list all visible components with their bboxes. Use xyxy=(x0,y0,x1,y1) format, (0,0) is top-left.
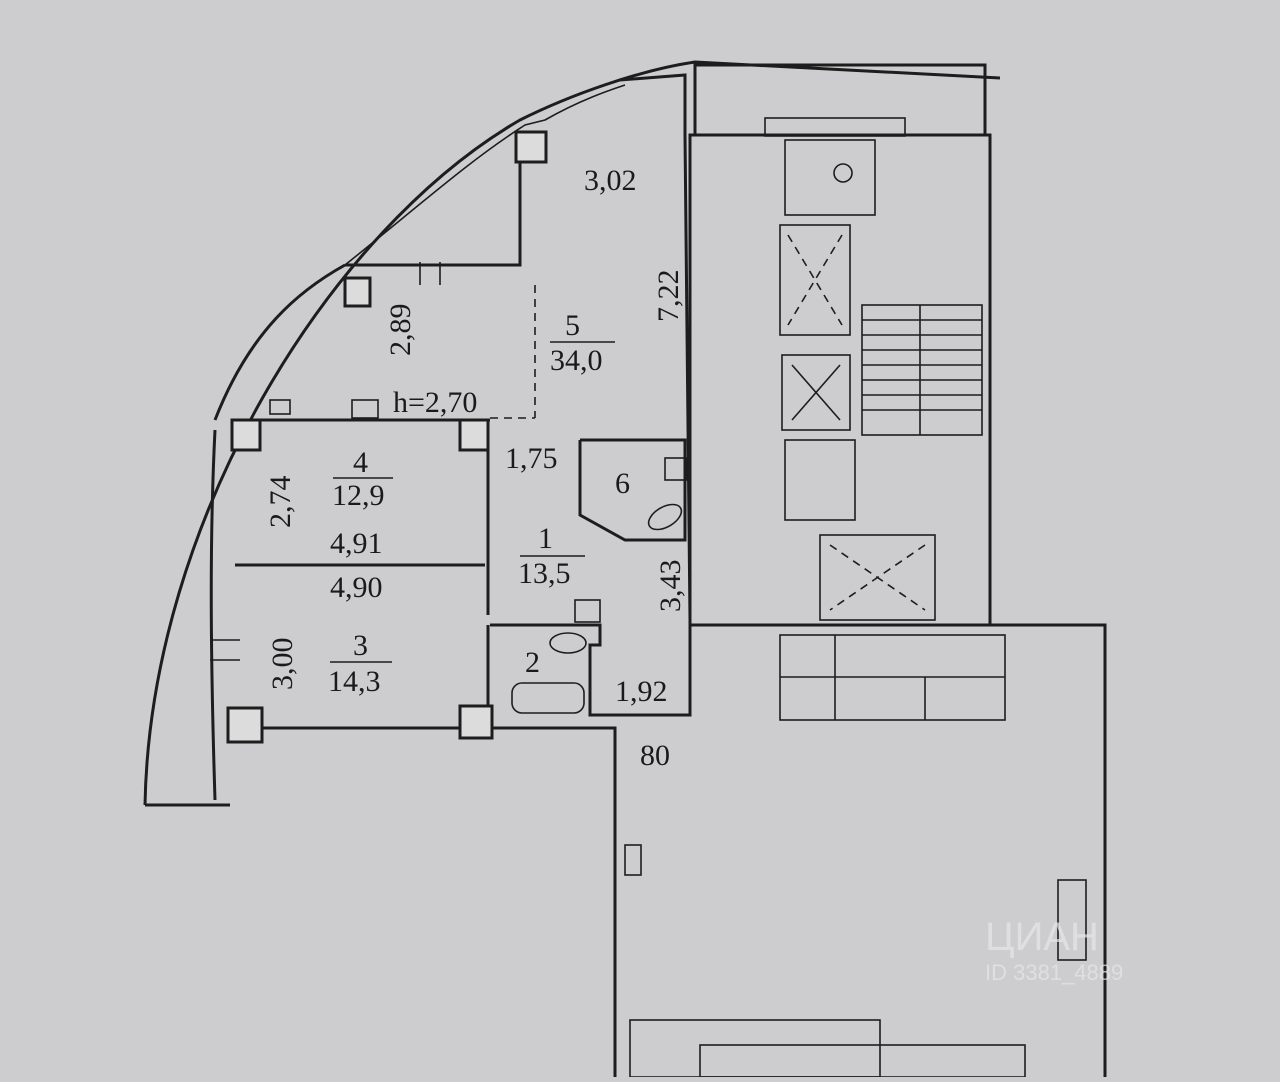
wc-toilet xyxy=(647,503,683,531)
column xyxy=(226,706,264,744)
column xyxy=(458,418,490,452)
radiator xyxy=(351,399,379,419)
elevator-x xyxy=(787,234,843,326)
room3-number: 3 xyxy=(353,629,368,662)
watermark-brand: ЦИАН xyxy=(985,915,1099,959)
service-room xyxy=(784,439,856,521)
corridor-width-dim: 1,92 xyxy=(615,675,668,708)
watermark: ЦИАН ID 3381_4889 xyxy=(985,915,1123,985)
bath-outline xyxy=(490,620,692,717)
wall-niche xyxy=(624,844,642,876)
room4-depth-dim: 2,74 xyxy=(264,476,297,529)
curved-facade-outer xyxy=(143,60,1001,806)
balcony-width-dim: 3,02 xyxy=(584,164,637,197)
room5-wall-right xyxy=(619,73,692,621)
top-balcony-rail xyxy=(764,117,906,137)
corridor-wall xyxy=(600,726,617,1077)
column xyxy=(230,418,262,452)
staircase xyxy=(861,304,983,436)
drain xyxy=(833,163,853,183)
room5-length-dim: 7,22 xyxy=(652,270,685,323)
radiator xyxy=(269,399,291,415)
room2-number: 2 xyxy=(525,646,540,679)
room3-width-dim: 4,90 xyxy=(330,571,383,604)
room1-area: 13,5 xyxy=(518,557,571,590)
room5-number: 5 xyxy=(565,309,580,342)
column xyxy=(343,276,372,308)
room4-number: 4 xyxy=(353,446,368,479)
toilet xyxy=(549,632,587,654)
elevator-x xyxy=(787,234,843,326)
room1-number: 1 xyxy=(538,522,553,555)
wall-niche xyxy=(1057,879,1087,961)
bay-window-arc xyxy=(209,429,217,801)
elevator-shaft xyxy=(781,354,851,431)
wc-sink xyxy=(664,457,688,481)
door-width-dim: 80 xyxy=(640,739,670,772)
room6-number: 6 xyxy=(615,467,630,500)
curved-facade-inner xyxy=(213,263,346,421)
lower-unit xyxy=(699,1044,1026,1078)
ceiling-height: h=2,70 xyxy=(393,386,477,419)
loggia-arc xyxy=(344,84,626,266)
hall-width-dim: 1,75 xyxy=(505,442,558,475)
room4-area: 12,9 xyxy=(332,479,385,512)
corridor-wall xyxy=(700,623,1107,1077)
bathtub xyxy=(511,682,585,714)
lower-unit xyxy=(629,1019,881,1078)
elevator-shaft xyxy=(819,534,936,621)
service-room xyxy=(784,139,876,216)
room4-width-dim: 4,91 xyxy=(330,527,383,560)
room5-area: 34,0 xyxy=(550,344,603,377)
column xyxy=(514,130,548,164)
watermark-id: ID 3381_4889 xyxy=(985,960,1123,985)
top-balcony xyxy=(693,63,987,137)
room3-area: 14,3 xyxy=(328,665,381,698)
wc-outline xyxy=(578,438,687,542)
elevator-x xyxy=(829,544,926,611)
room3-depth-dim: 3,00 xyxy=(266,638,299,691)
elevator-x xyxy=(791,364,841,421)
sink xyxy=(574,599,601,623)
room5-width-dim: 2,89 xyxy=(384,304,417,357)
column xyxy=(458,704,494,740)
elevator-shaft xyxy=(779,224,851,336)
hall-length-dim: 3,43 xyxy=(654,560,687,613)
